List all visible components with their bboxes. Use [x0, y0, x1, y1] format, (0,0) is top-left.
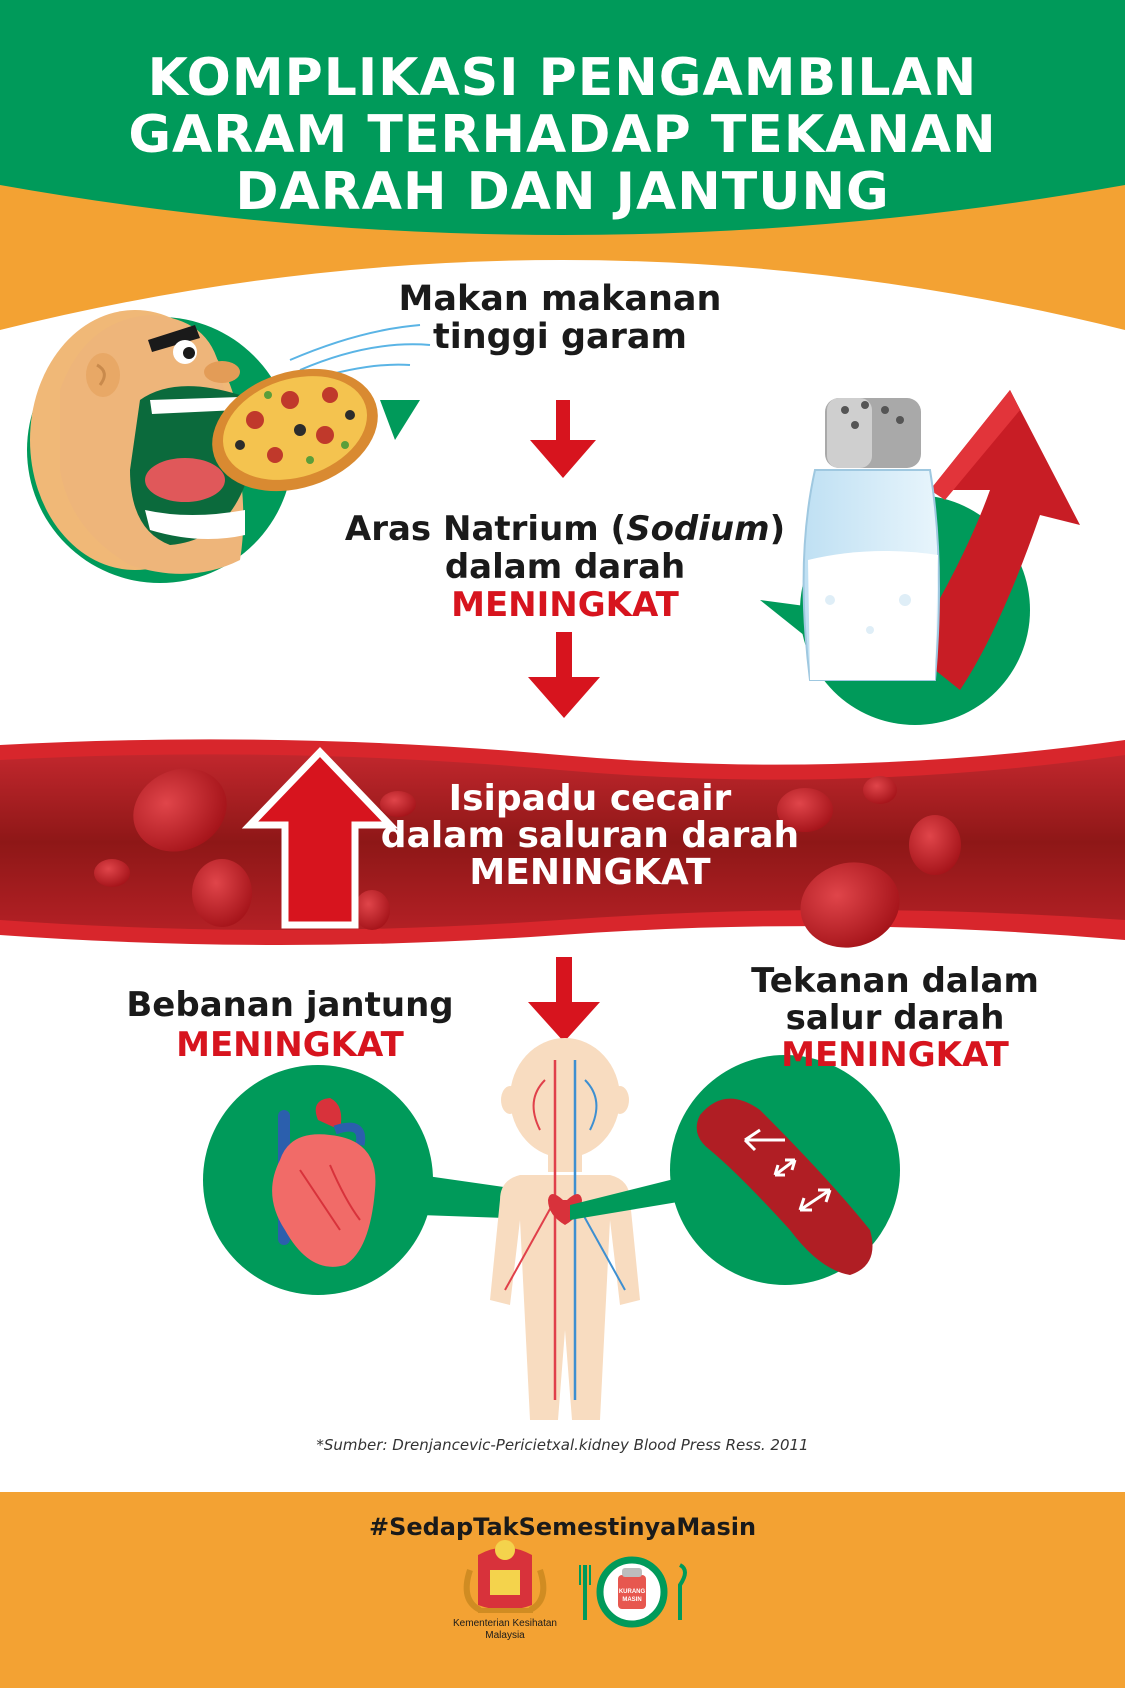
step-volume-highlight: MENINGKAT — [469, 852, 711, 893]
title-line-1: KOMPLIKASI PENGAMBILAN — [147, 48, 978, 108]
title-line-2: GARAM TERHADAP TEKANAN — [128, 105, 997, 165]
blood-vessel-icon — [0, 739, 1125, 948]
salt-shaker-icon — [760, 390, 1080, 725]
ministry-line1: Kementerian Kesihatan — [453, 1618, 557, 1629]
page-title: KOMPLIKASI PENGAMBILAN GARAM TERHADAP TE… — [0, 50, 1125, 221]
human-body-icon — [490, 1038, 640, 1420]
step-volume-line2: dalam saluran darah — [380, 815, 800, 856]
down-arrow-icon — [528, 632, 600, 718]
step-pressure-line2: salur darah — [785, 998, 1005, 1038]
kurang-masin-logo-icon: KURANG MASIN — [579, 1556, 687, 1628]
logo-badge-line1: KURANG — [619, 1589, 646, 1595]
step-eat-text: Makan makanan tinggi garam — [360, 280, 760, 356]
title-line-3: DARAH DAN JANTUNG — [235, 162, 890, 222]
step-heart-line1: Bebanan jantung — [126, 985, 454, 1025]
step-pressure-line1: Tekanan dalam — [751, 961, 1039, 1001]
footer-background — [0, 1492, 1125, 1688]
step-pressure-text: Tekanan dalam salur darah MENINGKAT — [735, 963, 1055, 1074]
step-eat-line2: tinggi garam — [433, 317, 687, 357]
ministry-label: Kementerian Kesihatan Malaysia — [430, 1618, 580, 1642]
step-volume-line1: Isipadu cecair — [448, 778, 732, 819]
step-volume-text: Isipadu cecair dalam saluran darah MENIN… — [340, 780, 840, 891]
step-sodium-line1: Aras Natrium (Sodium) — [344, 509, 786, 549]
step-sodium-line2: dalam darah — [444, 547, 686, 587]
source-citation: *Sumber: Drenjancevic-Pericietxal.kidney… — [316, 1436, 809, 1454]
ministry-line2: Malaysia — [485, 1630, 525, 1641]
step-pressure-highlight: MENINGKAT — [781, 1035, 1009, 1075]
down-arrow-icon — [530, 400, 596, 478]
ministry-crest-icon — [463, 1540, 547, 1613]
logo-badge-line2: MASIN — [622, 1597, 641, 1603]
blood-vessel-pressure-icon — [570, 1055, 900, 1285]
step-sodium-text: Aras Natrium (Sodium) dalam darah MENING… — [310, 510, 820, 624]
step-sodium-highlight: MENINGKAT — [451, 585, 679, 625]
step-heart-highlight: MENINGKAT — [176, 1025, 404, 1065]
face-eating-pizza-icon — [27, 310, 431, 583]
step-heart-text: Bebanan jantung MENINGKAT — [110, 985, 470, 1065]
step-eat-line1: Makan makanan — [398, 279, 722, 319]
down-arrow-icon — [528, 957, 600, 1042]
hashtag: #SedapTakSemestinyaMasin — [368, 1513, 757, 1541]
